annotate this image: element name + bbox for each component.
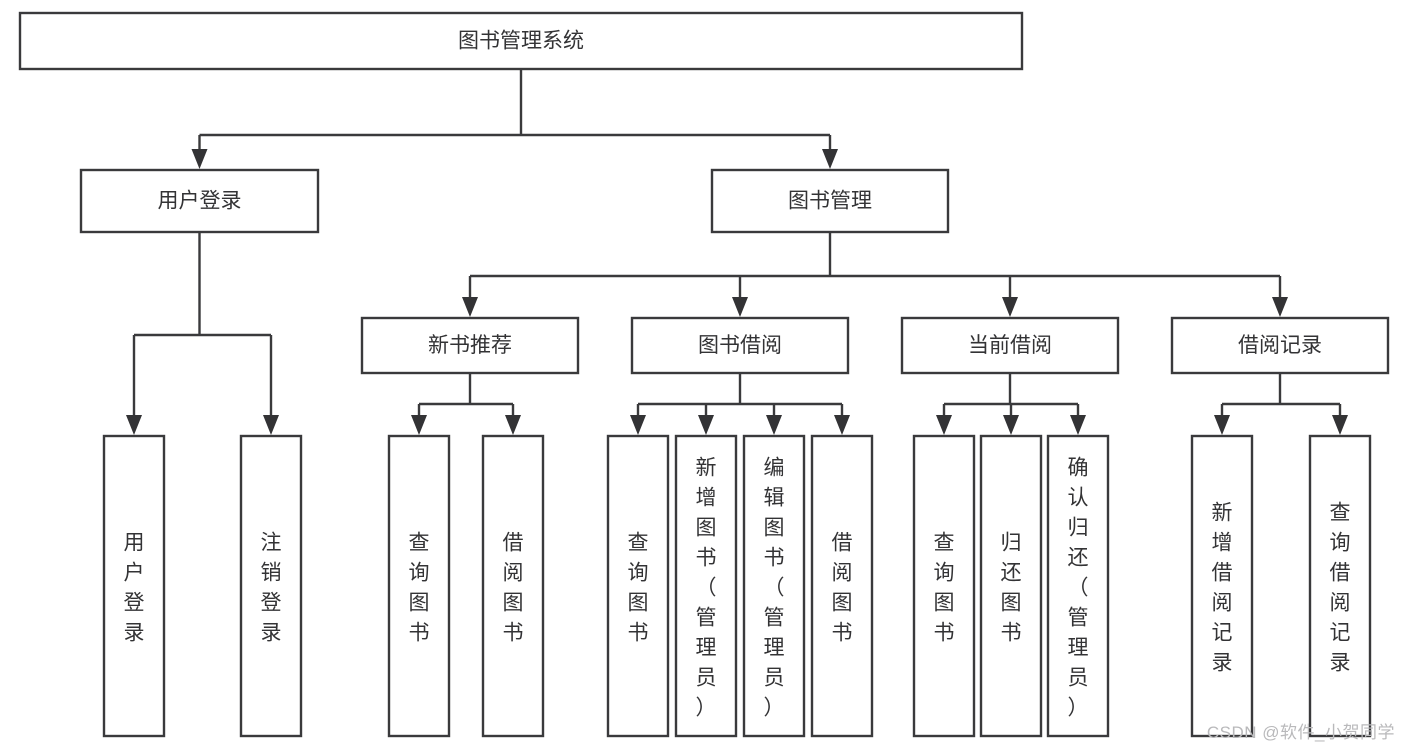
node-box-leaf-confirm-return[interactable] xyxy=(1046,434,1110,738)
node-book-manage[interactable]: 图书管理 xyxy=(710,168,950,234)
node-book-borrow[interactable]: 图书借阅 xyxy=(630,316,850,375)
node-label-leaf-query-book-2: 查询图书 xyxy=(628,531,649,644)
node-leaf-query-record[interactable]: 查询借阅记录 xyxy=(1308,434,1372,738)
node-label-leaf-user-logout: 注销登录 xyxy=(261,531,282,644)
node-label-root: 图书管理系统 xyxy=(458,30,584,53)
node-leaf-query-book-2[interactable]: 查询图书 xyxy=(606,434,670,738)
node-box-leaf-edit-book[interactable] xyxy=(742,434,806,738)
node-leaf-add-record[interactable]: 新增借阅记录 xyxy=(1190,434,1254,738)
connector-edge-borrowrecord-to-leaves xyxy=(1214,373,1348,435)
node-leaf-return-book[interactable]: 归还图书 xyxy=(979,434,1043,738)
node-box-borrow-record[interactable] xyxy=(1170,316,1390,375)
node-box-leaf-user-login[interactable] xyxy=(102,434,166,738)
node-root[interactable]: 图书管理系统 xyxy=(18,11,1024,71)
node-label-leaf-return-book: 归还图书 xyxy=(1001,531,1022,644)
node-leaf-edit-book[interactable]: 编辑图书（管理员） xyxy=(742,434,806,738)
node-box-leaf-add-record[interactable] xyxy=(1190,434,1254,738)
node-box-leaf-query-book-2[interactable] xyxy=(606,434,670,738)
node-leaf-confirm-return[interactable]: 确认归还（管理员） xyxy=(1046,434,1110,738)
node-label-book-borrow: 图书借阅 xyxy=(698,334,782,357)
node-leaf-user-login[interactable]: 用户登录 xyxy=(102,434,166,738)
node-label-leaf-user-login: 用户登录 xyxy=(124,531,145,644)
connector-layer xyxy=(126,69,1348,435)
node-leaf-borrow-book-2[interactable]: 借阅图书 xyxy=(810,434,874,738)
node-box-leaf-query-book-1[interactable] xyxy=(387,434,451,738)
node-leaf-add-book[interactable]: 新增图书（管理员） xyxy=(674,434,738,738)
node-label-leaf-add-record: 新增借阅记录 xyxy=(1212,501,1233,674)
node-box-new-book-rec[interactable] xyxy=(360,316,580,375)
node-box-book-manage[interactable] xyxy=(710,168,950,234)
node-layer: 图书管理系统用户登录图书管理新书推荐图书借阅当前借阅借阅记录用户登录注销登录查询… xyxy=(18,11,1390,738)
node-label-user-login: 用户登录 xyxy=(158,190,242,213)
node-box-root[interactable] xyxy=(18,11,1024,71)
node-box-leaf-query-record[interactable] xyxy=(1308,434,1372,738)
node-label-leaf-edit-book: 编辑图书（管理员） xyxy=(764,456,785,719)
node-leaf-user-logout[interactable]: 注销登录 xyxy=(239,434,303,738)
node-label-leaf-add-book: 新增图书（管理员） xyxy=(696,456,717,719)
connector-edge-bookmanage-to-l2 xyxy=(462,232,1288,317)
node-label-leaf-confirm-return: 确认归还（管理员） xyxy=(1068,456,1089,719)
connector-edge-bookborrow-to-leaves xyxy=(630,373,850,435)
node-label-current-borrow: 当前借阅 xyxy=(968,334,1052,357)
node-label-leaf-borrow-book-2: 借阅图书 xyxy=(832,531,853,644)
node-box-current-borrow[interactable] xyxy=(900,316,1120,375)
node-box-leaf-user-logout[interactable] xyxy=(239,434,303,738)
connector-edge-userlogin-to-leaves xyxy=(126,232,279,435)
node-box-leaf-query-book-3[interactable] xyxy=(912,434,976,738)
node-new-book-rec[interactable]: 新书推荐 xyxy=(360,316,580,375)
node-box-book-borrow[interactable] xyxy=(630,316,850,375)
node-user-login[interactable]: 用户登录 xyxy=(79,168,320,234)
node-box-leaf-borrow-book-2[interactable] xyxy=(810,434,874,738)
node-borrow-record[interactable]: 借阅记录 xyxy=(1170,316,1390,375)
node-leaf-borrow-book-1[interactable]: 借阅图书 xyxy=(481,434,545,738)
node-label-leaf-borrow-book-1: 借阅图书 xyxy=(503,531,524,644)
node-label-leaf-query-record: 查询借阅记录 xyxy=(1330,501,1351,674)
node-leaf-query-book-3[interactable]: 查询图书 xyxy=(912,434,976,738)
node-box-leaf-add-book[interactable] xyxy=(674,434,738,738)
node-label-leaf-query-book-1: 查询图书 xyxy=(409,531,430,644)
watermark-text: CSDN @软件_小贺同学 xyxy=(1206,723,1395,742)
node-label-borrow-record: 借阅记录 xyxy=(1238,334,1322,357)
node-label-book-manage: 图书管理 xyxy=(788,190,872,213)
node-label-leaf-query-book-3: 查询图书 xyxy=(934,531,955,644)
connector-edge-newbook-to-leaves xyxy=(411,373,521,435)
node-box-leaf-return-book[interactable] xyxy=(979,434,1043,738)
node-leaf-query-book-1[interactable]: 查询图书 xyxy=(387,434,451,738)
node-box-leaf-borrow-book-1[interactable] xyxy=(481,434,545,738)
connector-edge-currentborrow-to-leaves xyxy=(936,373,1086,435)
node-label-new-book-rec: 新书推荐 xyxy=(428,334,512,357)
node-box-user-login[interactable] xyxy=(79,168,320,234)
node-current-borrow[interactable]: 当前借阅 xyxy=(900,316,1120,375)
connector-edge-root-to-l1 xyxy=(191,69,838,169)
